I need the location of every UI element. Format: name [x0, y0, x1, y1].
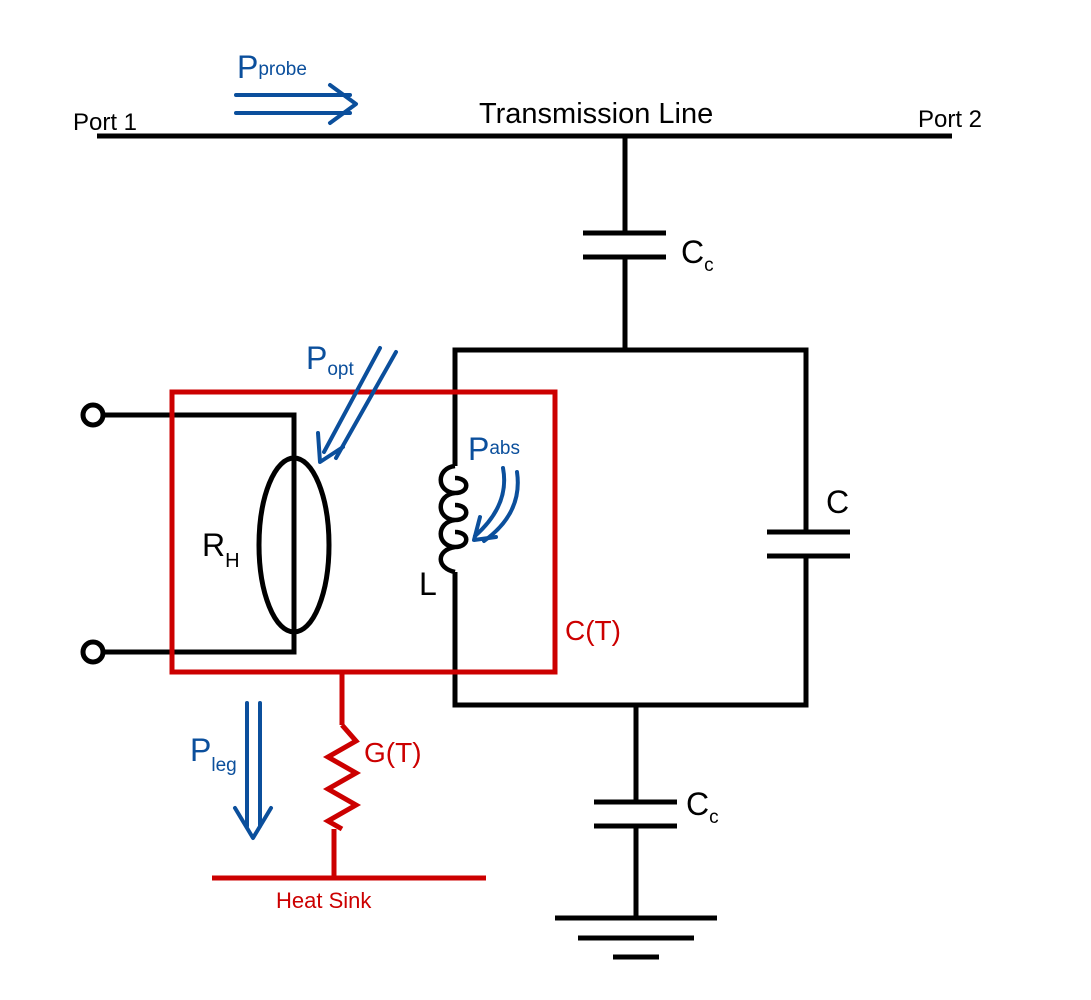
- heat-capacity-label: C(T): [565, 615, 621, 646]
- popt-arrow: [316, 346, 398, 464]
- thermal-conductance-resistor: [322, 723, 362, 832]
- thermal-island-box: [169, 389, 558, 675]
- heat-sink-label: Heat Sink: [276, 888, 372, 913]
- pabs-arrow: [472, 466, 520, 543]
- inductor-label: L: [419, 566, 437, 602]
- ground-symbol: [555, 915, 717, 960]
- thermal-conductance-label: G(T): [364, 737, 422, 768]
- port1-label: Port 1: [73, 109, 137, 136]
- transmission-line-label: Transmission Line: [479, 98, 713, 130]
- capacitor-c-label: C: [826, 484, 849, 520]
- heater-resistor-label: RH: [202, 527, 240, 572]
- inductor-coil: [438, 463, 469, 575]
- popt-label: Popt: [306, 340, 354, 380]
- pprobe-label: Pprobe: [237, 49, 307, 85]
- resonator-loop: [452, 347, 809, 708]
- coupling-capacitor-top: [583, 230, 666, 260]
- heater-terminals: [80, 402, 297, 665]
- pleg-arrow: [233, 701, 273, 840]
- capacitor-c: [767, 529, 850, 559]
- port2-label: Port 2: [918, 106, 982, 133]
- coupling-capacitor-bottom: [594, 799, 677, 829]
- pleg-label: Pleg: [190, 732, 237, 776]
- cc-top-label: Cc: [681, 234, 714, 276]
- heater-resistor: [256, 455, 332, 635]
- terminal-bottom[interactable]: [80, 639, 106, 665]
- cc-bottom-label: Cc: [686, 786, 719, 828]
- terminal-top[interactable]: [80, 402, 106, 428]
- pabs-label: Pabs: [468, 431, 520, 467]
- pprobe-arrow: [234, 83, 358, 125]
